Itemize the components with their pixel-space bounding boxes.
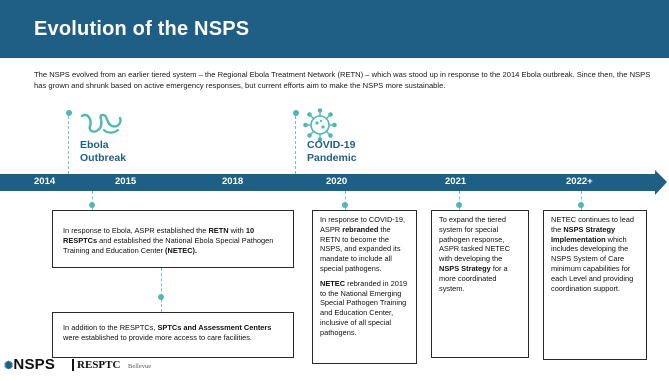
- connector-2020: [345, 191, 346, 210]
- year-2015: 2015: [115, 176, 137, 187]
- box-sptcs: In addition to the RESPTCs, SPTCs and As…: [52, 312, 294, 358]
- box-ebola-retn: In response to Ebola, ASPR established t…: [52, 210, 294, 268]
- intro-paragraph: The NSPS evolved from an earlier tiered …: [34, 70, 651, 90]
- connector-sptcs: [161, 268, 162, 312]
- year-2022-plus: 2022+: [566, 176, 593, 187]
- covid-marker-dot: [293, 110, 299, 116]
- year-2018: 2018: [222, 176, 244, 187]
- connector-2015-top: [92, 191, 93, 210]
- box-implementation: NETEC continues to lead the NSPS Strateg…: [543, 210, 647, 360]
- connector-2022: [581, 191, 582, 210]
- year-2021: 2021: [445, 176, 467, 187]
- page-title: Evolution of the NSPS: [34, 18, 250, 40]
- year-2020: 2020: [326, 176, 348, 187]
- nsps-logo: ✺NSPS: [4, 356, 56, 373]
- timeline-bar: [0, 174, 655, 191]
- header-banner: Evolution of the NSPS: [0, 0, 669, 58]
- covid-pandemic-label: COVID-19 Pandemic: [307, 139, 357, 164]
- resptc-logo: RESPTC: [72, 359, 120, 371]
- timeline-arrow-head: [655, 170, 667, 195]
- ebola-marker-dot: [66, 110, 72, 116]
- coronavirus-icon: [303, 108, 337, 142]
- connector-sptcs-dot: [158, 294, 164, 300]
- connector-2020-dot: [342, 202, 348, 208]
- ebola-virus-icon: [80, 113, 122, 134]
- connector-2022-dot: [578, 202, 584, 208]
- ebola-connector: [68, 116, 69, 174]
- box-strategy: To expand the tiered system for special …: [431, 210, 529, 358]
- nsps-burst-icon: ✺: [4, 360, 14, 372]
- box-covid: In response to COVID-19, ASPR rebranded …: [312, 210, 417, 364]
- connector-2021-dot: [456, 202, 462, 208]
- connector-2015-dot: [89, 202, 95, 208]
- year-2014: 2014: [34, 176, 56, 187]
- ebola-outbreak-label: Ebola Outbreak: [80, 139, 127, 164]
- bellevue-logo: Bellevue: [128, 363, 152, 370]
- covid-connector: [295, 116, 296, 174]
- connector-2021: [459, 191, 460, 210]
